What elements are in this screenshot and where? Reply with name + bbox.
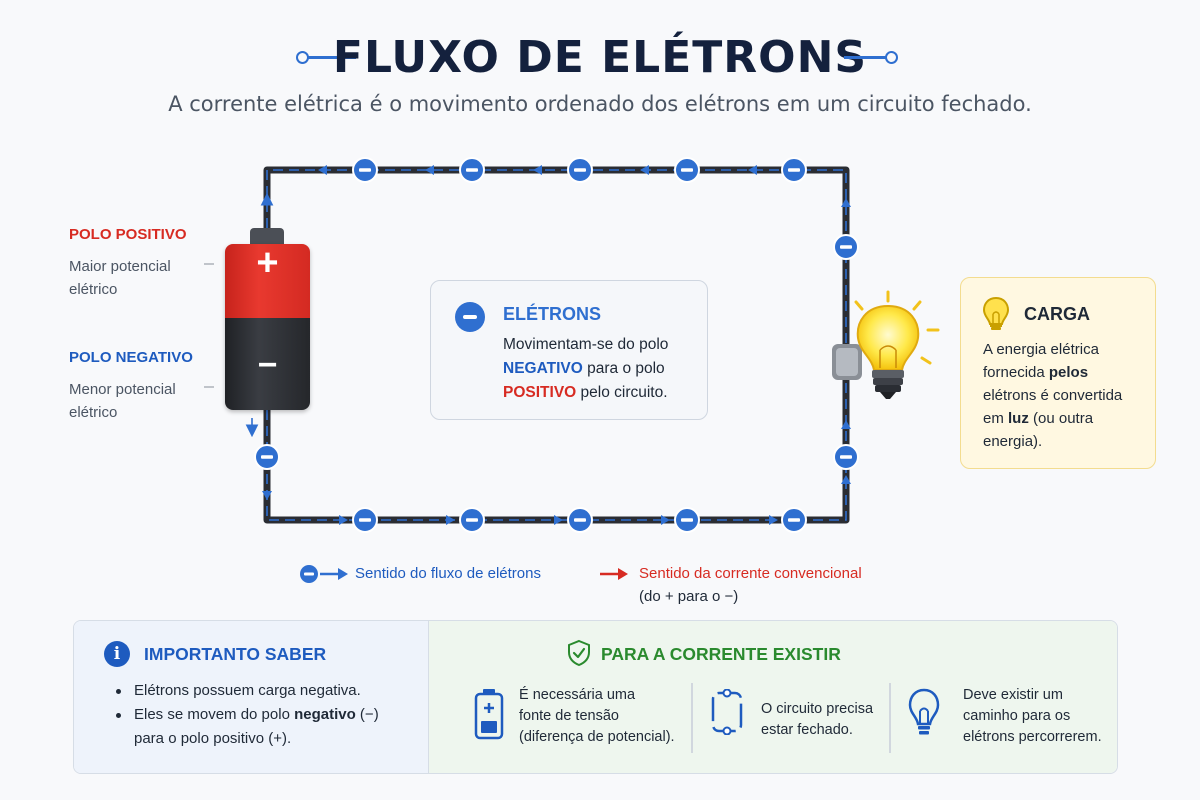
positive-pole-desc: Maior potencial elétrico xyxy=(69,258,171,298)
electron xyxy=(254,444,280,470)
list-item: Elétrons possuem carga negativa. xyxy=(116,679,379,703)
important-section: i IMPORTANTO SABER Elétrons possuem carg… xyxy=(74,621,429,773)
electron xyxy=(674,507,700,533)
important-list: Elétrons possuem carga negativa. Eles se… xyxy=(116,679,379,751)
load-description: A energia elétrica fornecida pelos elétr… xyxy=(983,341,1123,450)
flow-arrow xyxy=(554,515,563,525)
flow-arrow xyxy=(318,165,327,175)
electron-flow-arrows xyxy=(262,165,851,525)
battery-plus-sign: + xyxy=(256,242,279,284)
light-bulb-icon xyxy=(832,290,940,399)
requirement-path: Deve existir um caminho para os elétrons… xyxy=(963,687,1102,745)
battery-minus-sign: − xyxy=(257,346,278,384)
list-item: Eles se movem do polo negativo (−) para … xyxy=(116,703,379,751)
load-title: CARGA xyxy=(1024,304,1090,324)
info-icon: i xyxy=(104,641,130,667)
electron xyxy=(352,507,378,533)
electron xyxy=(459,157,485,183)
requirement-closed-circuit: O circuito precisa estar fechado. xyxy=(761,701,874,738)
legend-electron-symbol xyxy=(300,565,348,583)
flow-arrow xyxy=(640,165,649,175)
electron xyxy=(833,444,859,470)
page-subtitle: A corrente elétrica é o movimento ordena… xyxy=(168,92,1032,116)
electron xyxy=(459,507,485,533)
divider xyxy=(691,683,693,753)
flow-arrow xyxy=(769,515,778,525)
flow-arrow xyxy=(748,165,757,175)
legend-conventional-sub: (do + para o −) xyxy=(639,588,739,605)
requirement-voltage-source: É necessária uma fonte de tensão (difere… xyxy=(519,687,675,745)
electrons-title: ELÉTRONS xyxy=(503,304,602,324)
battery-terminal xyxy=(250,228,284,246)
requirements-title: PARA A CORRENTE EXISTIR xyxy=(601,644,841,664)
shield-check-icon xyxy=(568,639,590,667)
closed-circuit-icon xyxy=(711,689,743,735)
title-decoration-right xyxy=(844,51,898,64)
electrons xyxy=(254,157,859,533)
electrons-description: Movimentam-se do polo NEGATIVO para o po… xyxy=(503,336,669,401)
electron xyxy=(833,234,859,260)
page-title: FLUXO DE ELÉTRONS xyxy=(332,32,868,83)
flow-arrow xyxy=(262,491,272,500)
divider xyxy=(889,683,891,753)
flow-arrow xyxy=(425,165,434,175)
battery-body xyxy=(225,244,310,410)
flow-arrow xyxy=(446,515,455,525)
electrons-info-box: ELÉTRONS Movimentam-se do polo NEGATIVO … xyxy=(430,280,708,420)
title-row: FLUXO DE ELÉTRONS xyxy=(0,30,1200,86)
legend-electron-flow: Sentido do fluxo de elétrons xyxy=(355,565,541,582)
bulb-icon xyxy=(982,296,1010,330)
bottom-panel: i IMPORTANTO SABER Elétrons possuem carg… xyxy=(73,620,1118,774)
legend-conventional-arrow xyxy=(600,568,628,580)
negative-pole-label: POLO NEGATIVO xyxy=(69,349,193,366)
flow-arrow xyxy=(841,475,851,484)
battery-icon xyxy=(474,689,504,740)
lightbulb-outline-icon xyxy=(908,688,940,735)
flow-arrow xyxy=(841,420,851,429)
electron-minus-icon xyxy=(455,302,485,332)
electron xyxy=(781,507,807,533)
battery: + − xyxy=(225,228,310,410)
electron xyxy=(352,157,378,183)
negative-pole-desc: Menor potencial elétrico xyxy=(69,381,176,421)
flow-arrow xyxy=(661,515,670,525)
electron xyxy=(567,157,593,183)
important-title: IMPORTANTO SABER xyxy=(144,644,327,664)
electron xyxy=(674,157,700,183)
legend-conventional-current: Sentido da corrente convencional xyxy=(639,565,862,582)
flow-arrow xyxy=(339,515,348,525)
title-decoration-left xyxy=(296,51,356,64)
flow-arrow xyxy=(841,198,851,207)
electron xyxy=(781,157,807,183)
flow-arrow xyxy=(533,165,542,175)
load-info-box: CARGA A energia elétrica fornecida pelos… xyxy=(960,277,1156,469)
electron xyxy=(567,507,593,533)
positive-pole-label: POLO POSITIVO xyxy=(69,226,187,243)
requirements-section: PARA A CORRENTE EXISTIR É necessária uma… xyxy=(429,621,1117,773)
